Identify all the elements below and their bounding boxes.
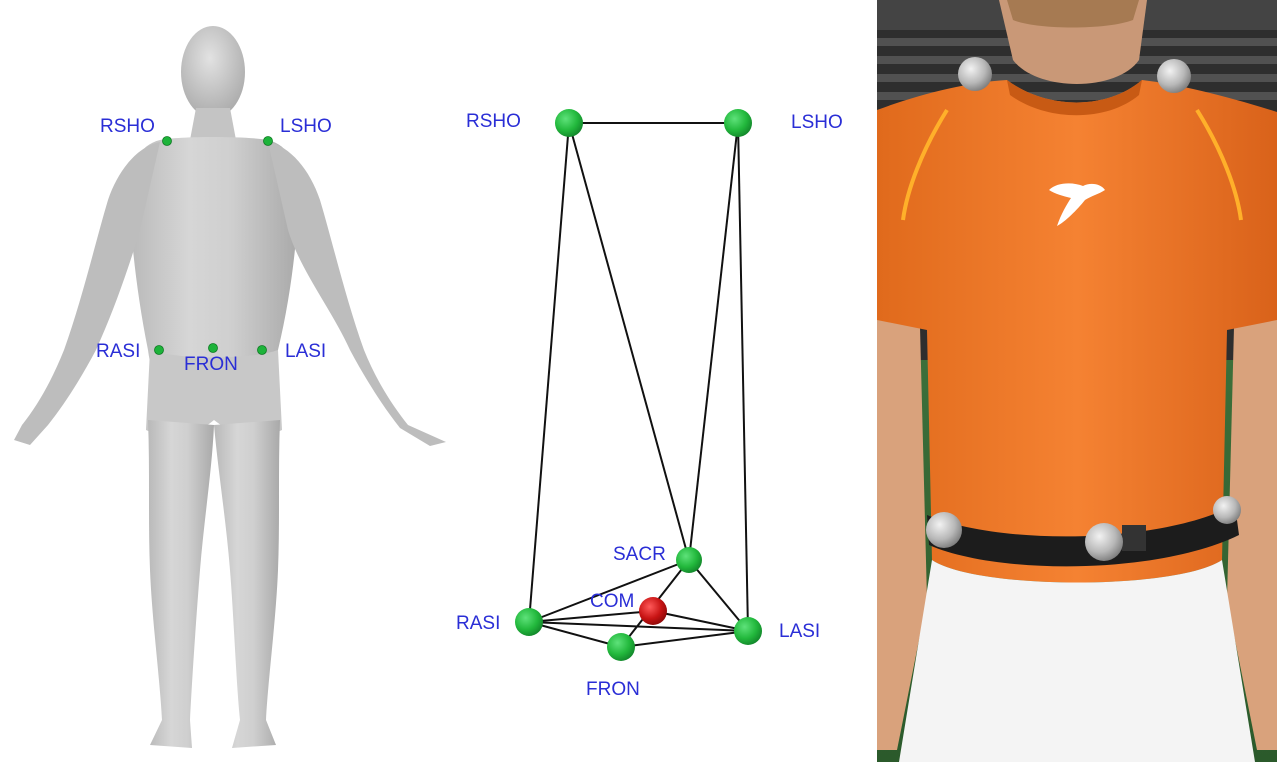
marker-lasi-dot (258, 346, 267, 355)
body-silhouette (14, 26, 446, 748)
segment-rasi-com (529, 611, 653, 622)
segment-rsho-sacr (569, 123, 689, 560)
label-com-3d: COM (590, 592, 634, 611)
label-fron-3d: FRON (586, 680, 640, 699)
label-lsho-3d: LSHO (791, 113, 843, 132)
label-rsho: RSHO (100, 117, 155, 136)
marker-fron-dot (209, 344, 218, 353)
belt-buckle (1122, 525, 1146, 551)
marker-lasi-sphere (1213, 496, 1241, 524)
marker-rasi-ball (515, 608, 543, 636)
white-shorts (899, 560, 1255, 762)
marker-lsho-ball (724, 109, 752, 137)
label-fron: FRON (184, 355, 238, 374)
marker-model-panel: RSHO LSHO SACR COM RASI LASI FRON (440, 0, 860, 762)
marker-rsho-ball (555, 109, 583, 137)
marker-rasi-sphere (926, 512, 962, 548)
marker-lasi-ball (734, 617, 762, 645)
marker-com-ball (639, 597, 667, 625)
athlete-photo-panel (877, 0, 1277, 762)
segments (529, 123, 748, 647)
segment-lsho-sacr (689, 123, 738, 560)
segment-fron-lasi (621, 631, 748, 647)
label-rasi: RASI (96, 342, 140, 361)
label-rasi-3d: RASI (456, 614, 500, 633)
segment-lsho-lasi (738, 123, 748, 631)
athlete-photo (877, 0, 1277, 762)
marker-lsho-dot (264, 137, 273, 146)
label-rsho-3d: RSHO (466, 112, 521, 131)
marker-lsho-sphere (1157, 59, 1191, 93)
marker-sacr-ball (676, 547, 702, 573)
body-model-figure (0, 0, 470, 762)
segment-rsho-rasi (529, 123, 569, 622)
body-model-panel: RSHO LSHO RASI FRON LASI (0, 0, 470, 762)
marker-rasi-dot (155, 346, 164, 355)
marker-fron-ball (607, 633, 635, 661)
beard (1007, 0, 1139, 28)
marker-rsho-sphere (958, 57, 992, 91)
label-sacr-3d: SACR (613, 545, 666, 564)
marker-rsho-dot (163, 137, 172, 146)
label-lasi-3d: LASI (779, 622, 820, 641)
label-lsho: LSHO (280, 117, 332, 136)
label-lasi: LASI (285, 342, 326, 361)
marker-fron-sphere (1085, 523, 1123, 561)
